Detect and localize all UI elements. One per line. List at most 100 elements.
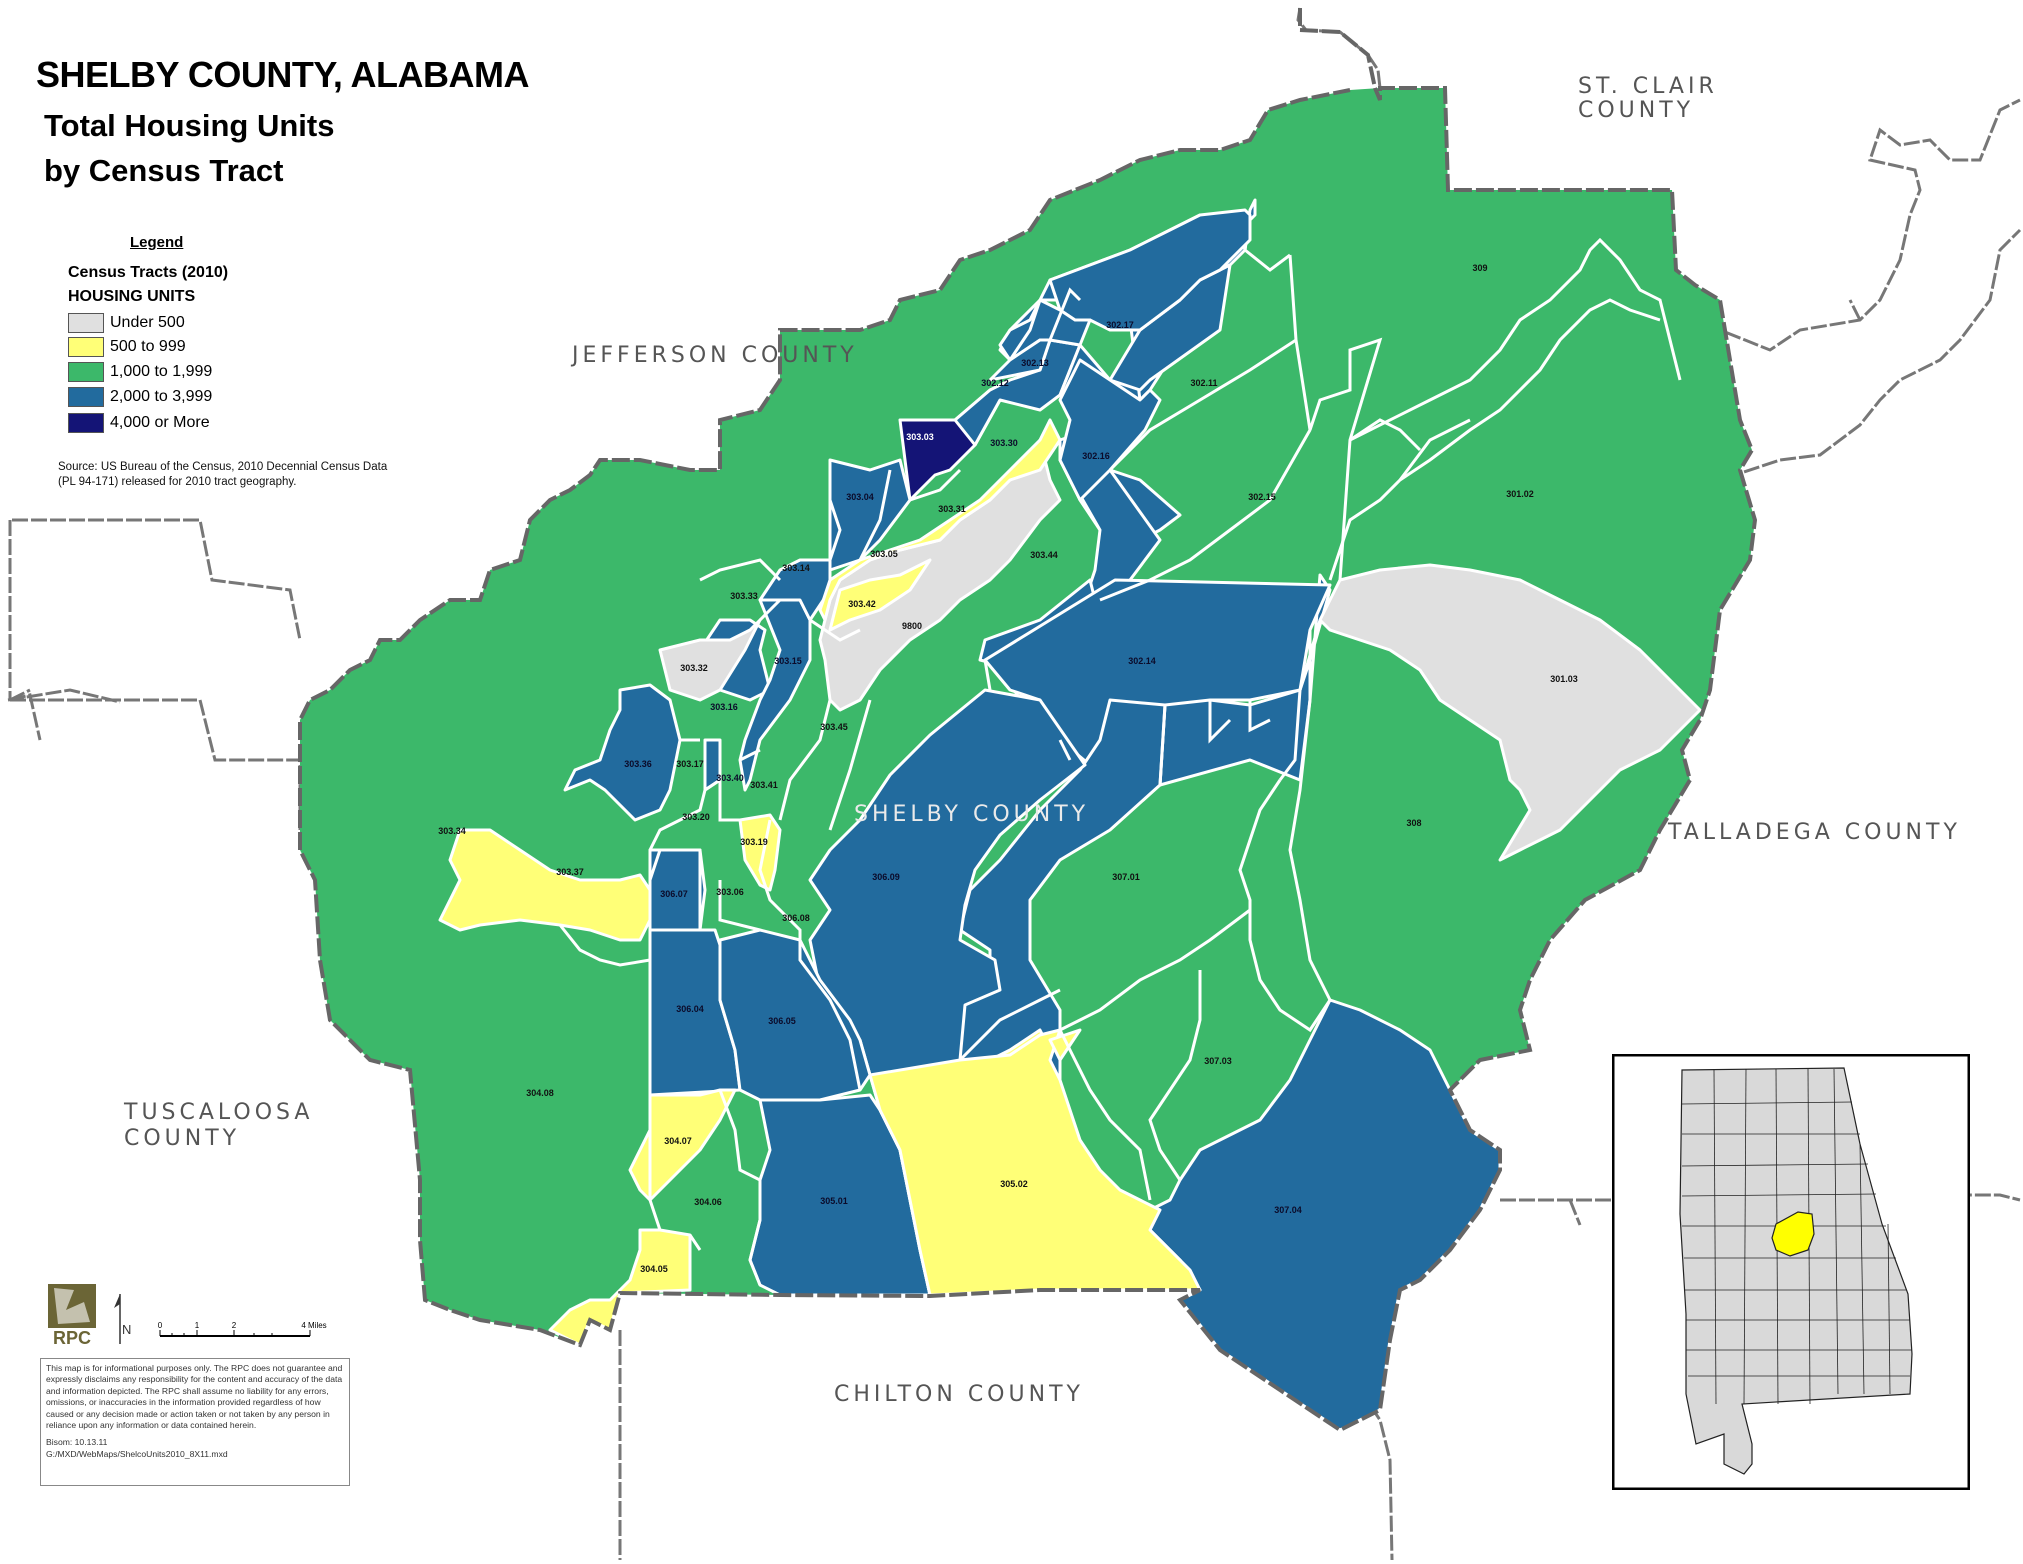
county-outline [298, 8, 1758, 1433]
map-subtitle-2: by Census Tract [44, 153, 284, 188]
tract-label: 307.03 [1204, 1056, 1232, 1066]
legend-item: 4,000 or More [68, 412, 210, 434]
tract-label: 306.04 [676, 1004, 704, 1014]
tract-polygons [300, 88, 1755, 1432]
county-label-tuscaloosa-1: TUSCALOOSA [124, 1100, 314, 1125]
map-subtitle-1: Total Housing Units [44, 108, 335, 143]
scale-tick: 4 Miles [301, 1321, 326, 1330]
tract-label: 304.07 [664, 1136, 692, 1146]
tract-label: 303.15 [774, 656, 802, 666]
tract-label: 308 [1406, 818, 1421, 828]
tract-label: 303.42 [848, 599, 876, 609]
tract-label: 306.08 [782, 913, 810, 923]
inset-map [1612, 1054, 1970, 1490]
tract-label: 302.15 [1248, 492, 1276, 502]
tract-label: 306.07 [660, 889, 688, 899]
legend-swatch [68, 313, 104, 333]
tract-label: 303.03 [906, 432, 934, 442]
scale-tick: 0 [158, 1321, 163, 1330]
county-label-tuscaloosa-2: COUNTY [124, 1126, 241, 1151]
tract-label: 303.45 [820, 722, 848, 732]
tract-label: 303.33 [730, 591, 758, 601]
tract-label: 303.17 [676, 759, 704, 769]
inset-county-lines [1681, 1068, 1912, 1405]
county-label-talladega: TALLADEGA COUNTY [1668, 820, 1961, 845]
file-path: G:/MXD/WebMaps/ShelcoUnits2010_8X11.mxd [46, 1448, 228, 1459]
tract-label: 302.17 [1106, 320, 1134, 330]
legend-item: 2,000 to 3,999 [68, 386, 212, 408]
tract-label: 303.41 [750, 780, 778, 790]
county-label-stclair-1: ST. CLAIR [1578, 74, 1718, 99]
legend-item: 1,000 to 1,999 [68, 361, 212, 383]
county-label-chilton: CHILTON COUNTY [834, 1382, 1084, 1407]
tract-label: 307.01 [1112, 872, 1140, 882]
tract-label: 303.20 [682, 812, 710, 822]
scale-bar: 0 1 2 4 Miles [158, 1321, 327, 1337]
tract-label: 303.05 [870, 549, 898, 559]
map-title: SHELBY COUNTY, ALABAMA [36, 54, 530, 95]
tract-label: 301.02 [1506, 489, 1534, 499]
legend-label: Under 500 [110, 314, 185, 331]
tract-label: 302.16 [1082, 451, 1110, 461]
tract-label: 305.02 [1000, 1179, 1028, 1189]
tract-label: 303.19 [740, 837, 768, 847]
legend-layer: Census Tracts (2010) [68, 264, 229, 281]
tract-label: 304.06 [694, 1197, 722, 1207]
tract-label: 9800 [902, 621, 922, 631]
scale-tick: 2 [232, 1321, 237, 1330]
legend-field: HOUSING UNITS [68, 288, 196, 305]
tract-label: 303.40 [716, 773, 744, 783]
tract-label: 305.01 [820, 1196, 848, 1206]
author-date: Bisom: 10.13.11 [46, 1437, 108, 1448]
tract-label: 303.32 [680, 663, 708, 673]
legend-item: 500 to 999 [68, 336, 186, 358]
tract-label: 306.09 [872, 872, 900, 882]
tract-label: 303.37 [556, 867, 584, 877]
tract-label: 302.11 [1190, 378, 1217, 388]
scale-tick: 1 [195, 1321, 200, 1330]
logo-text: RPC [53, 1328, 91, 1348]
tract-label: 303.14 [782, 563, 810, 573]
legend-label: 500 to 999 [110, 338, 186, 355]
legend-title: Legend [130, 234, 184, 251]
legend-label: 1,000 to 1,999 [110, 363, 213, 380]
legend-label: 2,000 to 3,999 [110, 388, 213, 405]
rpc-logo: RPC [48, 1284, 96, 1348]
tract-label: 302.14 [1128, 656, 1156, 666]
tract-label: 304.08 [526, 1088, 554, 1098]
tract-label: 303.30 [990, 438, 1018, 448]
source-note: Source: US Bureau of the Census, 2010 De… [58, 461, 388, 488]
county-label-stclair-2: COUNTY [1578, 98, 1695, 123]
north-label: N [122, 1322, 131, 1337]
disclaimer-text: This map is for informational purposes o… [46, 1363, 343, 1431]
north-arrow-icon: N [114, 1294, 131, 1344]
tract-label: 303.44 [1030, 550, 1058, 560]
tract-label: 303.16 [710, 702, 738, 712]
tract-label: 303.36 [624, 759, 652, 769]
county-label-shelby: SHELBY COUNTY [854, 802, 1090, 827]
tract-label: 303.04 [846, 492, 874, 502]
disclaimer-box: This map is for informational purposes o… [40, 1358, 350, 1486]
tract-label: 307.04 [1274, 1205, 1302, 1215]
tract-label: 302.13 [1021, 358, 1049, 368]
tract-label: 303.34 [438, 826, 466, 836]
tract-label: 301.03 [1550, 674, 1578, 684]
legend-swatch [68, 337, 104, 357]
tract-labels: 303.03 302.12 302.13 302.17 302.11 309 303.30 3… [438, 263, 1578, 1274]
legend-item: Under 500 [68, 312, 185, 334]
tract-label: 303.31 [938, 504, 966, 514]
legend-swatch [68, 362, 104, 382]
inset-shelby-highlight [1771, 1211, 1815, 1257]
tract-label: 302.12 [981, 378, 1009, 388]
county-label-jefferson: JEFFERSON COUNTY [572, 343, 858, 368]
legend-label: 4,000 or More [110, 414, 210, 431]
tract-boundaries [558, 237, 1682, 1286]
tract-label: 303.06 [716, 887, 744, 897]
tract-label: 306.05 [768, 1016, 796, 1026]
tract-label: 309 [1472, 263, 1487, 273]
legend-swatch [68, 413, 104, 433]
tract-label: 304.05 [640, 1264, 668, 1274]
legend-swatch [68, 387, 104, 407]
